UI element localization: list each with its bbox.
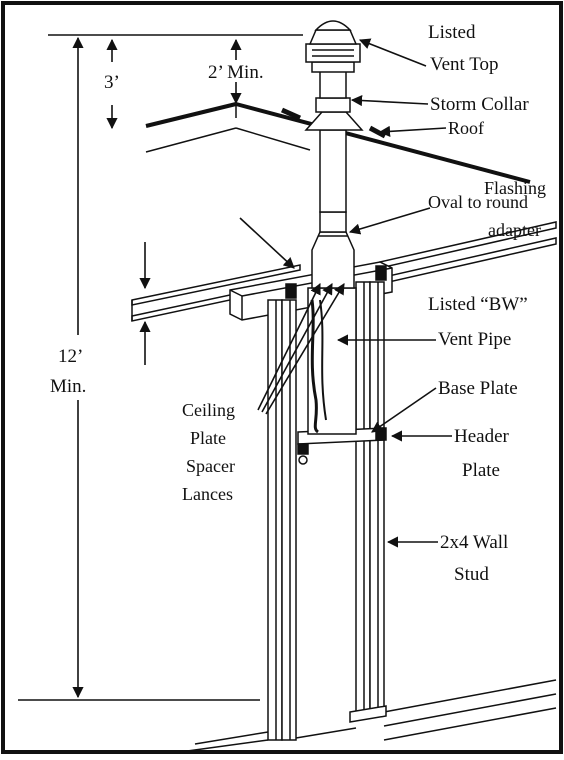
- label-storm-collar: Storm Collar: [430, 94, 529, 115]
- label-wall-stud-2: Stud: [454, 564, 489, 585]
- label-ceiling-1: Ceiling: [182, 400, 235, 420]
- label-header-plate-1: Header: [454, 426, 510, 447]
- label-roof-flashing-2: Flashing: [484, 178, 546, 198]
- label-header-plate-2: Plate: [462, 460, 500, 481]
- label-bw-pipe-1: Listed “BW”: [428, 294, 528, 315]
- label-base-plate: Base Plate: [438, 378, 518, 399]
- dimension-lines: [18, 34, 303, 701]
- labels: Listed Vent Top Storm Collar Roof Flashi…: [50, 22, 546, 585]
- label-oval-adapter-2: adapter: [488, 220, 541, 240]
- label-ceiling-3: Spacer: [186, 456, 235, 476]
- floor-plates: [179, 679, 557, 753]
- label-vent-top-2: Vent Top: [430, 54, 499, 75]
- label-dim-12ft-2: Min.: [50, 376, 86, 397]
- label-oval-adapter-1: Oval to round: [428, 192, 528, 212]
- label-vent-top-1: Listed: [428, 22, 476, 43]
- label-bw-pipe-2: Vent Pipe: [438, 329, 511, 350]
- pointer-arrows: [239, 38, 452, 548]
- label-dim-3ft: 3’: [104, 72, 120, 93]
- label-dim-2ft-min: 2’ Min.: [208, 62, 264, 83]
- label-wall-stud-1: 2x4 Wall: [440, 532, 508, 553]
- label-dim-12ft-1: 12’: [58, 346, 83, 367]
- label-roof-flashing-1: Roof: [448, 118, 484, 138]
- label-ceiling-2: Plate: [190, 428, 226, 448]
- label-ceiling-4: Lances: [182, 484, 233, 504]
- vent-pipe: [304, 20, 364, 435]
